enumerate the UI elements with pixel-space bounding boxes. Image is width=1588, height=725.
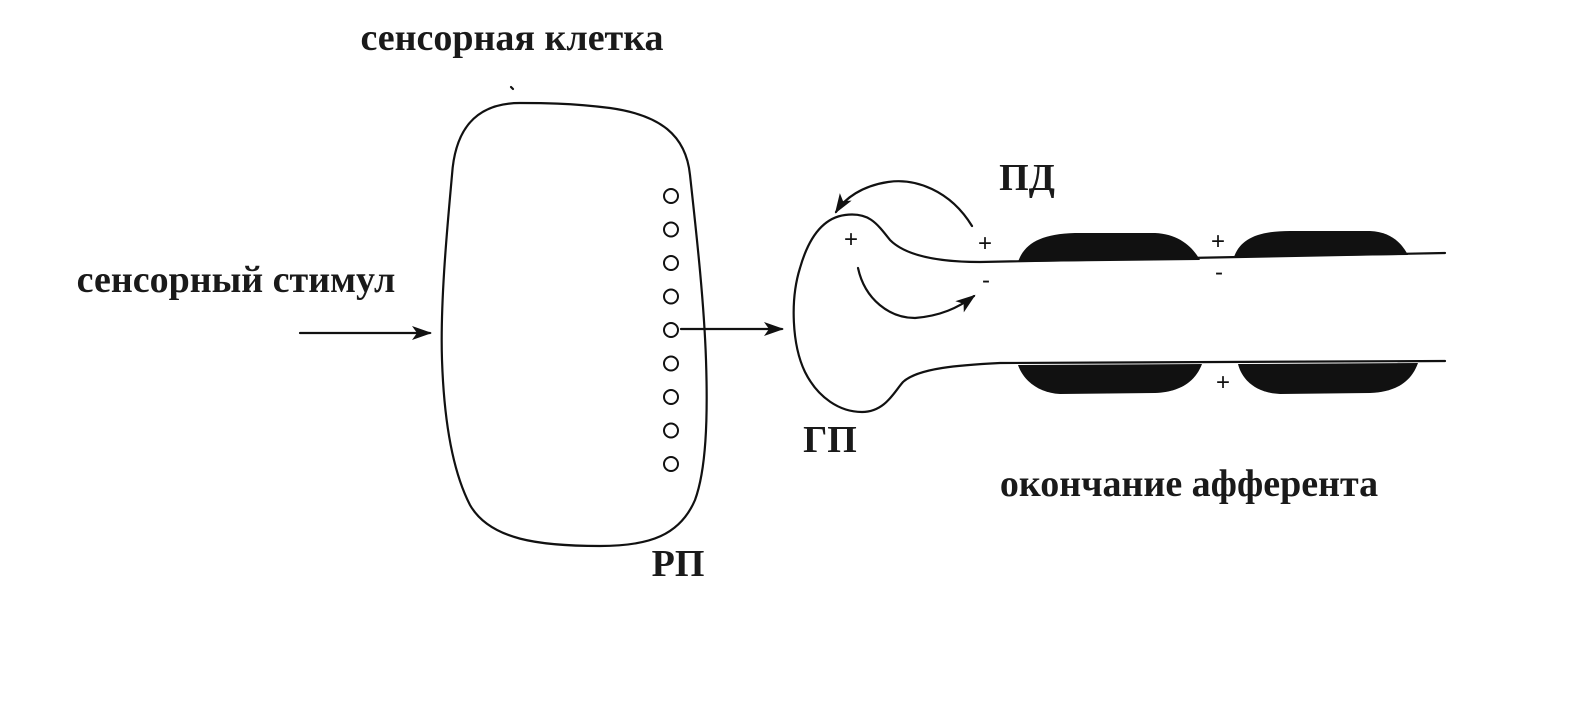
receptor-potential-label: РП <box>652 543 705 585</box>
ion-channel-9 <box>663 456 679 472</box>
sensory-stimulus-label: сенсорный стимул <box>77 259 396 301</box>
myelin-segment-upper-1 <box>1018 233 1200 262</box>
afferent-ending-label: окончание афферента <box>1000 463 1378 505</box>
minus-sign-node-0: - <box>982 267 990 294</box>
minus-sign-node-1: - <box>1215 259 1223 286</box>
myelin-segment-lower-2 <box>1238 363 1418 394</box>
action-potential-label: ПД <box>999 157 1055 199</box>
afferent-terminal-outline <box>792 213 1447 414</box>
plus-sign-terminal: + <box>844 226 858 253</box>
ion-channel-4 <box>663 288 679 305</box>
myelin-segment-lower-1 <box>1018 364 1202 394</box>
ion-channel-3 <box>663 255 679 271</box>
ion-channel-7 <box>663 389 679 405</box>
generator-potential-label: ГП <box>803 419 857 461</box>
myelin-segment-upper-2 <box>1234 231 1408 257</box>
plus-sign-node-1-upper: + <box>1211 228 1225 255</box>
plus-sign-node-1-lower: + <box>1216 369 1230 396</box>
plus-sign-node-0: + <box>978 230 992 257</box>
local-current-arrow <box>856 266 976 320</box>
ion-channel-5 <box>663 322 679 338</box>
cell-mark <box>509 85 515 91</box>
ion-channel-8 <box>663 422 679 439</box>
ion-channel-6 <box>663 355 679 372</box>
ion-channel-column <box>663 188 679 472</box>
sensory-cell-label: сенсорная клетка <box>360 17 663 59</box>
ion-channel-1 <box>663 188 679 204</box>
sensory-cell-body <box>440 101 708 548</box>
action-potential-arrow-back <box>834 180 974 228</box>
ion-channel-2 <box>663 221 679 238</box>
